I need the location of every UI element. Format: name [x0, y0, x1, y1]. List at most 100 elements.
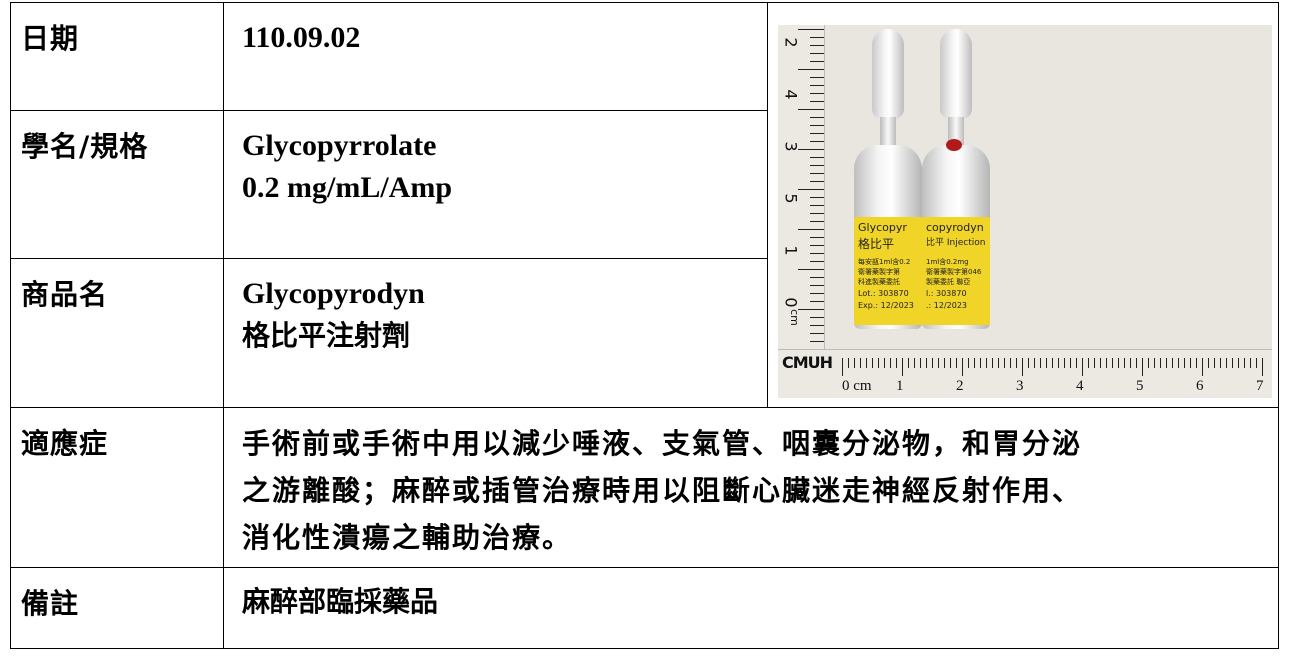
ruler-tick: [810, 125, 824, 126]
ruler-tick: [1070, 358, 1071, 368]
indication-label: 適應症: [21, 427, 109, 460]
generic-value-cell: Glycopyrrolate 0.2 mg/mL/Amp: [223, 110, 768, 259]
ruler-tick: [890, 358, 891, 368]
ruler-tick: [1226, 358, 1227, 368]
ruler-tick: [810, 325, 824, 326]
amp2-line-2: 比平 Injection: [926, 238, 986, 248]
ruler-tick: [798, 229, 824, 230]
ruler-tick: [810, 45, 824, 46]
ruler-tick: [1064, 358, 1065, 368]
brand-name-en: Glycopyrodyn: [242, 277, 425, 310]
ruler-tick: [1148, 358, 1149, 368]
ruler-tick: [854, 358, 855, 368]
ruler-tick: [908, 358, 909, 368]
ruler-tick: [810, 157, 824, 158]
ruler-tick: [1094, 358, 1095, 368]
ruler-tick: [884, 358, 885, 368]
ruler-tick: [810, 173, 824, 174]
ampoule-break-dot: [946, 139, 962, 151]
ruler-tick: [1262, 358, 1263, 376]
ruler-tick: [1106, 358, 1107, 368]
ruler-tick: [798, 149, 824, 150]
ruler-tick: [1028, 358, 1029, 368]
date-label: 日期: [21, 22, 80, 55]
generic-label: 學名/規格: [21, 130, 149, 163]
ruler-tick: [1238, 358, 1239, 368]
ruler-tick: [810, 205, 824, 206]
ruler-tick: [986, 358, 987, 368]
amp1-line-3: 每安瓿1ml含0.2: [858, 258, 911, 266]
indication-line-1: 手術前或手術中用以減少唾液、支氣管、咽囊分泌物，和胃分泌: [242, 427, 1083, 460]
ruler-tick: [968, 358, 969, 368]
ruler-tick: [810, 101, 824, 102]
ruler-tick: [1004, 358, 1005, 368]
ruler-tick: [950, 358, 951, 368]
ruler-tick: [810, 261, 824, 262]
ruler-tick: [810, 85, 824, 86]
horizontal-ruler-number: 2: [956, 378, 964, 394]
date-value: 110.09.02: [242, 21, 361, 54]
ruler-tick: [810, 93, 824, 94]
amp2-line-6: l.: 303870: [926, 289, 967, 298]
horizontal-ruler-number: 1: [896, 378, 904, 394]
amp2-line-3: 1ml含0.2mg: [926, 258, 969, 266]
ruler-tick: [810, 277, 824, 278]
ruler-tick: [1076, 358, 1077, 368]
ruler-tick: [798, 269, 824, 270]
generic-label-cell: 學名/規格: [10, 110, 224, 259]
amp1-line-1: Glycopyr: [858, 221, 907, 234]
ruler-tick: [1190, 358, 1191, 368]
ruler-tick: [810, 61, 824, 62]
horizontal-ruler-number: 5: [1136, 378, 1144, 394]
vertical-ruler-number: 3: [781, 141, 801, 152]
ruler-tick: [1220, 358, 1221, 368]
ruler-tick: [1010, 358, 1011, 368]
ruler-tick: [798, 69, 824, 70]
ruler-tick: [1202, 358, 1203, 376]
ruler-tick: [810, 37, 824, 38]
ruler-tick: [914, 358, 915, 368]
ruler-tick: [866, 358, 867, 368]
ruler-brand-logo: CMUH: [782, 353, 833, 372]
vertical-ruler-number: 1: [781, 245, 801, 256]
horizontal-ruler-number: 3: [1016, 378, 1024, 394]
ruler-tick: [920, 358, 921, 368]
ruler-tick: [848, 358, 849, 368]
ruler-tick: [810, 117, 824, 118]
brand-label-cell: 商品名: [10, 258, 224, 408]
vertical-ruler-unit: cm: [787, 309, 801, 326]
amp1-line-6: Lot.: 303870: [858, 289, 909, 298]
vertical-ruler-number: 4: [781, 89, 801, 100]
ruler-tick: [872, 358, 873, 368]
amp2-line-7: .: 12/2023: [926, 301, 968, 310]
ruler-tick: [810, 197, 824, 198]
ampoule-left-label: Glycopyr 格比平 每安瓿1ml含0.2 衛署藥製字第 科進製藥委託 Lo…: [854, 217, 922, 325]
ruler-tick: [992, 358, 993, 368]
remark-value-cell: 麻醉部臨採藥品: [223, 567, 1279, 649]
ruler-tick: [1046, 358, 1047, 368]
brand-label: 商品名: [21, 278, 109, 311]
ruler-tick: [902, 358, 903, 376]
ruler-tick: [974, 358, 975, 368]
amp1-line-7: Exp.: 12/2023: [858, 301, 914, 310]
ruler-tick: [926, 358, 927, 368]
ruler-tick: [1052, 358, 1053, 368]
ruler-tick: [1118, 358, 1119, 368]
ruler-tick: [810, 285, 824, 286]
ruler-tick: [1082, 358, 1083, 376]
horizontal-ruler-number: 4: [1076, 378, 1084, 394]
ruler-tick: [810, 245, 824, 246]
ampoule-left: Glycopyr 格比平 每安瓿1ml含0.2 衛署藥製字第 科進製藥委託 Lo…: [852, 29, 924, 329]
indication-line-2: 之游離酸；麻醉或插管治療時用以阻斷心臟迷走神經反射作用、: [242, 474, 1083, 507]
ruler-tick: [798, 189, 824, 190]
ruler-tick: [810, 293, 824, 294]
amp2-line-4: 衛署藥製字第046: [926, 268, 982, 276]
ruler-tick: [1016, 358, 1017, 368]
generic-name: Glycopyrrolate: [242, 129, 437, 162]
brand-name-zh: 格比平注射劑: [242, 319, 411, 352]
amp1-line-4: 衛署藥製字第: [858, 268, 900, 276]
